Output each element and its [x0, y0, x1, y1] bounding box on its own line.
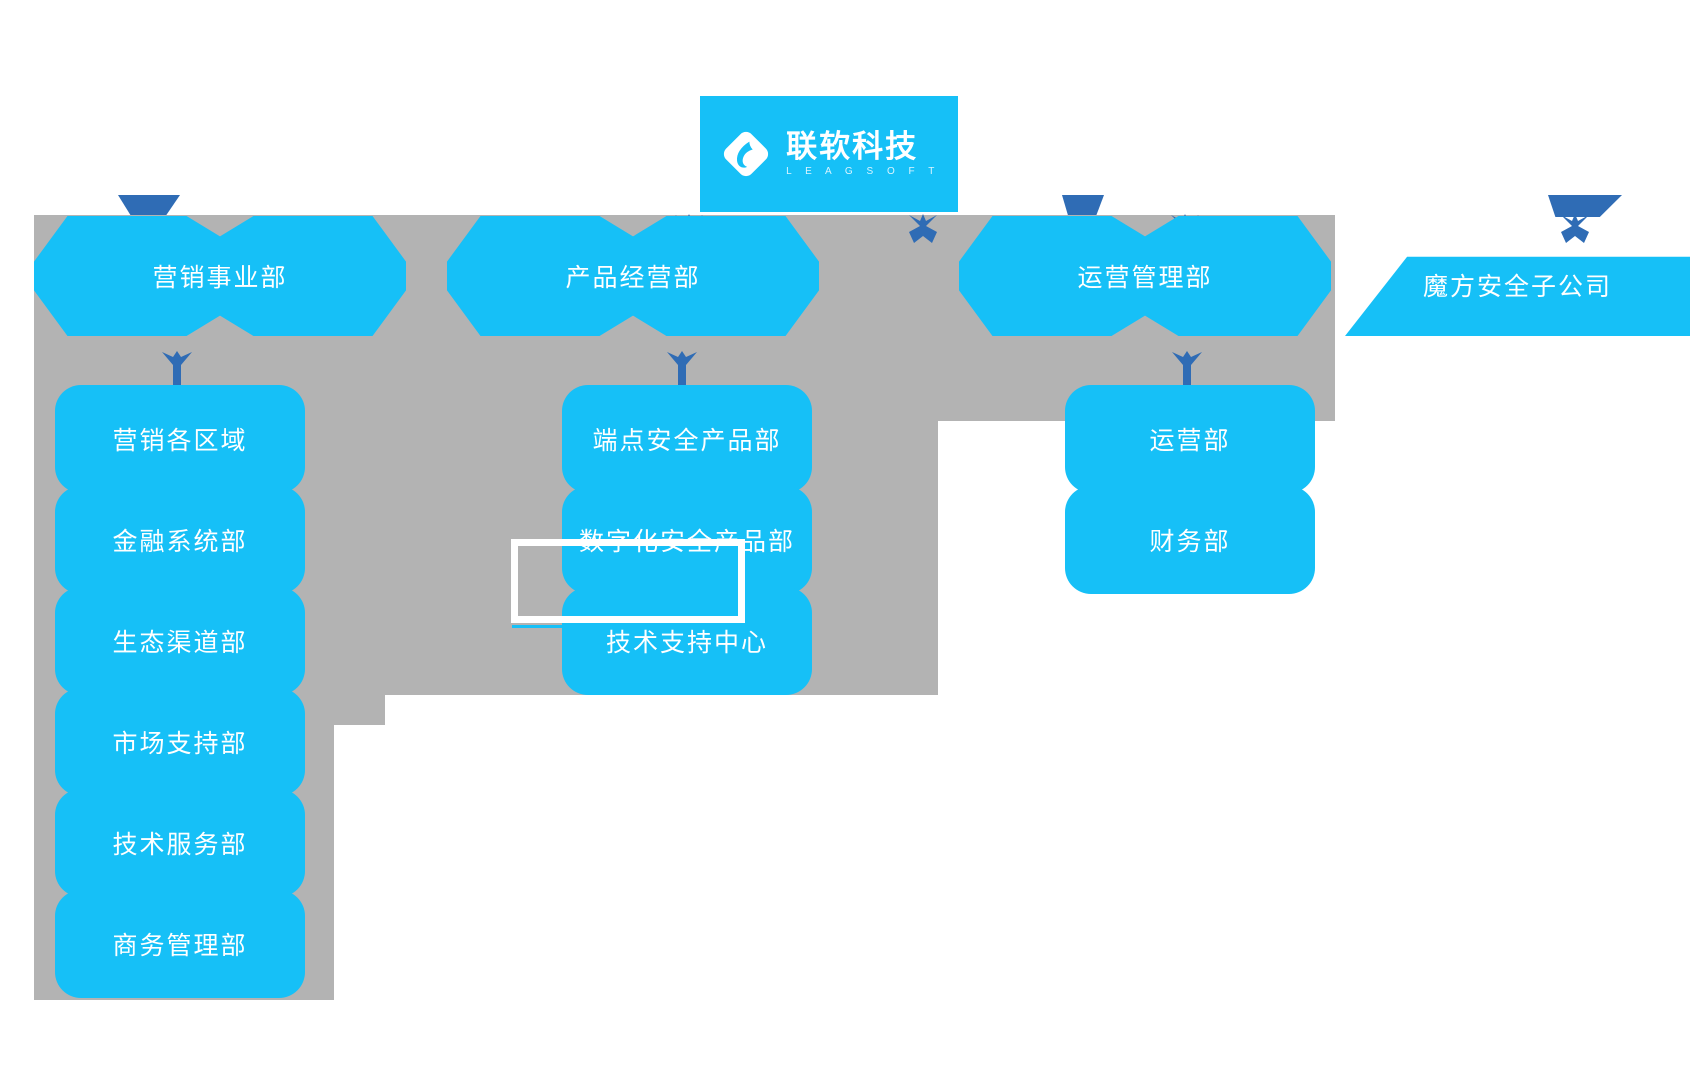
bowtie-connector-subsidiary: [1561, 214, 1589, 243]
level3-node-product-2[interactable]: 技术支持中心: [562, 587, 812, 695]
accent-shape-left: [118, 195, 180, 215]
level3-label-operations-1: 财务部: [1149, 528, 1231, 556]
y-drop-connector-operations: [1172, 351, 1202, 388]
level3-node-marketing-3[interactable]: 市场支持部: [55, 688, 305, 796]
level3-label-marketing-2: 生态渠道部: [112, 629, 248, 657]
level3-label-marketing-5: 商务管理部: [112, 932, 248, 960]
level3-node-marketing-5[interactable]: 商务管理部: [55, 890, 305, 998]
level3-node-marketing-4[interactable]: 技术服务部: [55, 789, 305, 897]
logo-wordmark: 联软科技 L E A G S O F T: [786, 131, 940, 177]
selected-node-underline: [512, 625, 744, 628]
logo-company-cn: 联软科技: [786, 129, 919, 164]
level3-label-product-2: 技术支持中心: [605, 629, 768, 657]
level3-label-marketing-0: 营销各区域: [112, 427, 248, 455]
accent-shape-right: [1548, 195, 1622, 217]
level3-label-product-0: 端点安全产品部: [592, 427, 782, 455]
y-drop-connector-product: [667, 351, 697, 388]
level2-label-subsidiary: 魔方安全子公司: [1422, 273, 1612, 301]
y-drop-connector-marketing: [162, 351, 192, 388]
level2-label-product: 产品经营部: [565, 264, 701, 292]
level3-node-marketing-0[interactable]: 营销各区域: [55, 385, 305, 493]
level3-node-marketing-1[interactable]: 金融系统部: [55, 486, 305, 594]
level3-label-operations-0: 运营部: [1149, 427, 1231, 455]
accent-shape-mid: [1062, 195, 1104, 215]
root-node-logo[interactable]: 联软科技 L E A G S O F T: [700, 96, 958, 212]
level2-label-marketing: 营销事业部: [152, 264, 288, 292]
selected-node-highlight-ring: [511, 539, 745, 623]
level3-label-marketing-1: 金融系统部: [112, 528, 248, 556]
level3-label-marketing-4: 技术服务部: [112, 831, 248, 859]
bowtie-connector-root: [909, 214, 937, 243]
level3-node-operations-1[interactable]: 财务部: [1065, 486, 1315, 594]
level3-node-operations-0[interactable]: 运营部: [1065, 385, 1315, 493]
level2-node-subsidiary[interactable]: 魔方安全子公司: [1345, 256, 1690, 336]
level2-label-operations: 运营管理部: [1077, 264, 1213, 292]
level3-node-marketing-2[interactable]: 生态渠道部: [55, 587, 305, 695]
level3-node-product-0[interactable]: 端点安全产品部: [562, 385, 812, 493]
leagsoft-diamond-logo-icon: [724, 131, 769, 177]
logo-company-en: L E A G S O F T: [786, 166, 940, 177]
level3-label-marketing-3: 市场支持部: [112, 730, 248, 758]
